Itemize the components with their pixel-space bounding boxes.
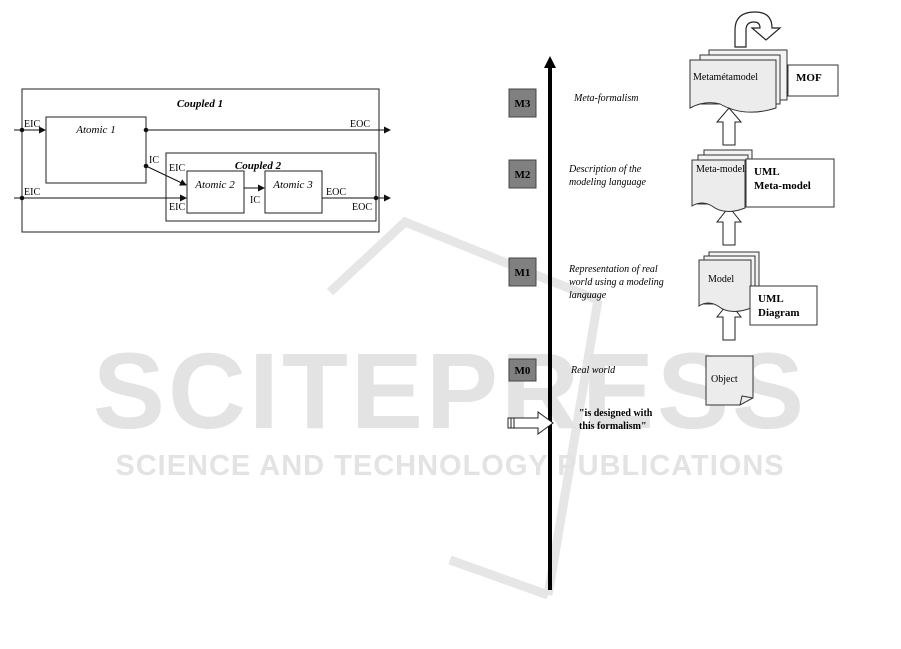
level-m1-desc-2: world using a modeling (569, 277, 664, 288)
level-m2-desc-2: modeling language (569, 177, 646, 188)
model-label: Model (708, 274, 734, 285)
meta-axis-arrowhead (544, 56, 556, 68)
legend: "is designed with this formalism" (507, 408, 653, 435)
level-m3: M3 Meta-formalism (508, 88, 638, 118)
eoc-top-label: EOC (350, 119, 370, 130)
eic-top-label: EIC (24, 119, 40, 130)
object-label: Object (711, 374, 738, 385)
level-m2: M2 Description of the modeling language (508, 159, 646, 189)
coupled1-title: Coupled 1 (177, 98, 223, 110)
level-m1-desc-3: language (569, 290, 607, 301)
uml-metamodel-label-2: Meta-model (754, 180, 811, 192)
atomic1-label: Atomic 1 (75, 124, 115, 136)
level-m2-desc-1: Description of the (568, 164, 642, 175)
object-doc: Object (705, 355, 754, 406)
atomic1-box (45, 116, 147, 184)
atomic2-box (186, 170, 245, 214)
legend-text-2: this formalism" (579, 421, 647, 432)
eoc-c2-inner-label: EOC (326, 187, 346, 198)
atomic3-box (264, 170, 323, 214)
uml-metamodel-box (745, 158, 835, 208)
uml-diagram-box (749, 285, 818, 326)
eic-c2-top-label: EIC (169, 163, 185, 174)
level-m0: M0 Real world (508, 358, 616, 382)
up-arrow-m1-m2-icon (715, 206, 743, 246)
metametamodel-doc: Metamétamodel (689, 49, 788, 113)
watermark-tagline: SCIENCE AND TECHNOLOGY PUBLICATIONS (115, 450, 784, 482)
eic-bottom-label: EIC (24, 187, 40, 198)
mof-label: MOF (796, 72, 822, 84)
mof-box (787, 64, 839, 97)
level-m1-desc-1: Representation of real (568, 264, 658, 275)
level-m3-code: M3 (515, 98, 531, 110)
metamodel-label: Meta-model (696, 164, 745, 175)
legend-text-1: "is designed with (579, 408, 653, 419)
model-doc: Model (698, 251, 760, 312)
watermark-brand: SCITEPRESS (93, 330, 807, 451)
metametamodel-label: Metamétamodel (693, 72, 758, 83)
ic-a1-label: IC (149, 155, 159, 166)
level-m1: M1 Representation of real world using a … (508, 257, 664, 301)
uml-diagram-label-1: UML (758, 293, 784, 305)
coupled1-box (21, 88, 380, 233)
metamodel-doc: Meta-model (691, 149, 753, 212)
level-m3-desc-1: Meta-formalism (573, 93, 638, 104)
coupled2-title: Coupled 2 (235, 160, 282, 172)
atomic2-label: Atomic 2 (194, 179, 235, 191)
atomic3-label: Atomic 3 (272, 179, 313, 191)
eic-c2-bottom-label: EIC (169, 202, 185, 213)
self-loop-arrow-icon (734, 11, 782, 48)
uml-metamodel-label-1: UML (754, 166, 780, 178)
level-m0-code: M0 (515, 365, 531, 377)
uml-diagram-label-2: Diagram (758, 307, 800, 319)
devs-couplings (14, 126, 391, 202)
level-m2-code: M2 (515, 169, 531, 181)
hollow-arrows (715, 107, 743, 341)
level-m1-code: M1 (515, 267, 531, 279)
eoc-c2-outer-label: EOC (352, 202, 372, 213)
legend-hollow-arrow-icon (507, 411, 554, 435)
level-m0-desc-1: Real world (570, 365, 616, 376)
ic-a2-label: IC (250, 195, 260, 206)
up-arrow-m2-m3-icon (715, 107, 743, 146)
